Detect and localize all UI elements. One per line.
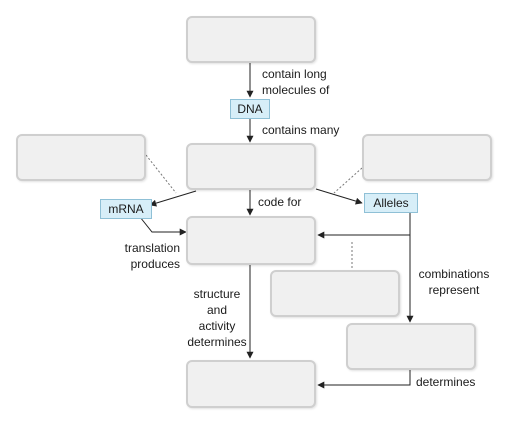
arrow-mrna-to-proteins [139, 216, 187, 236]
arrow-genotype-to-bottom [317, 370, 411, 389]
concept-box-middle[interactable] [270, 270, 400, 317]
link-label-contains-many: contains many [262, 123, 340, 137]
concept-box-right[interactable] [362, 134, 492, 181]
concept-box-genes[interactable] [186, 143, 316, 190]
arrow-genes-to-alleles [315, 188, 363, 205]
concept-box-top[interactable] [186, 16, 316, 63]
dotted-link-left [145, 154, 177, 194]
term-mrna: mRNA [100, 199, 152, 219]
link-label-code-for: code for [258, 195, 302, 209]
link-label-structure-activity-determines: structure and activity determines [187, 287, 247, 349]
link-label-contain-long-molecules: contain long molecules of [262, 67, 330, 97]
term-alleles: Alleles [364, 193, 418, 213]
term-dna: DNA [230, 99, 270, 119]
arrow-alleles-to-proteins [317, 212, 411, 239]
concept-box-genotype[interactable] [346, 323, 476, 370]
link-label-combinations-represent: combinations represent [418, 267, 490, 297]
concept-box-bottom[interactable] [186, 360, 316, 408]
dotted-link-right [333, 167, 363, 194]
concept-box-proteins[interactable] [186, 216, 316, 265]
link-label-translation-produces: translation produces [124, 241, 180, 271]
arrow-genes-to-mrna [149, 190, 197, 207]
link-label-determines: determines [416, 375, 476, 389]
concept-box-left[interactable] [16, 134, 146, 181]
